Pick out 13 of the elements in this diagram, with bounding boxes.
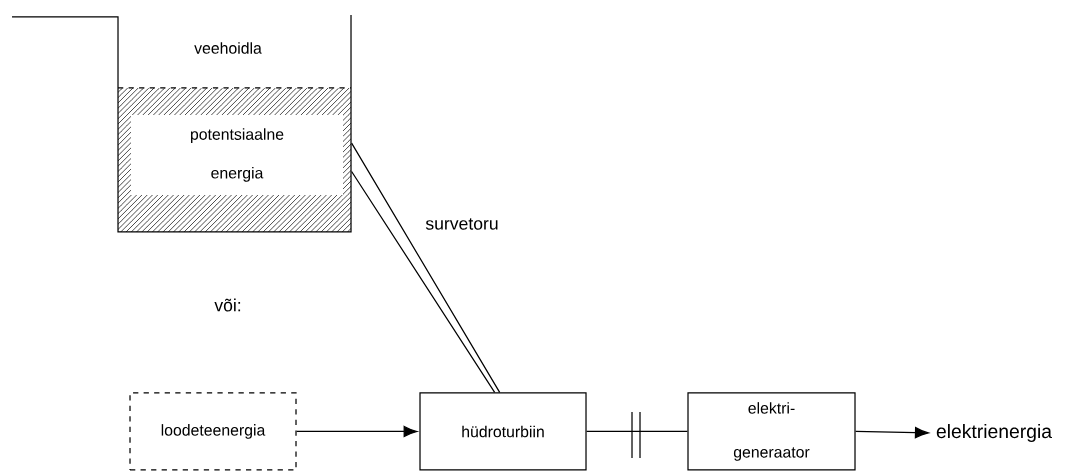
arrow — [855, 427, 929, 439]
note-label: või: — [214, 298, 241, 312]
edge-label: survetoru — [425, 218, 498, 230]
energy-source-box: loodeteenergia — [129, 392, 297, 471]
arrow — [296, 425, 418, 438]
penstock-pipe — [351, 142, 501, 393]
node-label: veehoidla — [194, 42, 262, 54]
generator-box: elektri- generaator — [687, 392, 856, 471]
connector-line — [586, 430, 688, 433]
output-label: elektrienergia — [936, 424, 1052, 442]
turbine-box: hüdroturbiin — [419, 392, 587, 471]
node-label: potentsiaalne energia — [190, 128, 284, 182]
reservoir-drawing: veehoidla potentsiaalne energia — [11, 14, 352, 233]
